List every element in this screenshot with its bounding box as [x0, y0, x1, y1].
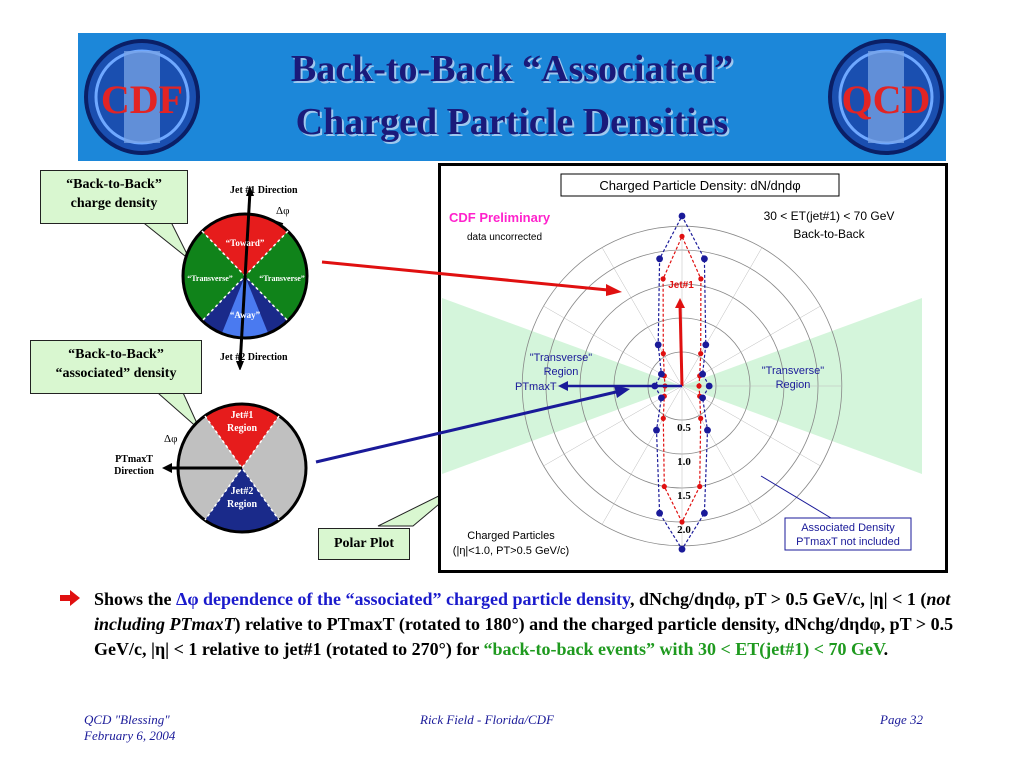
charged-particles-label: Charged Particles — [467, 530, 555, 542]
series-1-point-3 — [701, 255, 708, 263]
plot-title-box — [560, 173, 840, 197]
jet1-region-label: Jet#1 — [231, 410, 254, 421]
transverse-right-label: “Transverse” — [259, 274, 305, 283]
title-banner — [78, 33, 946, 161]
series-1-point-2 — [702, 341, 710, 349]
series-1-point-6 — [654, 341, 662, 349]
series-0-point-3 — [698, 276, 704, 282]
transverse-right-text: "Transverse" — [762, 365, 825, 377]
away-label: “Away” — [230, 310, 261, 320]
ptmaxt-label: PTmaxT — [515, 381, 557, 393]
polar-spoke-300 — [681, 385, 763, 525]
polar-plot: Charged Particle Density: dN/dηdφ CDF Pr… — [442, 173, 922, 557]
jet1-direction-label: Jet #1 Direction — [230, 185, 298, 196]
polar-series — [651, 212, 713, 553]
footer-page: Page 32 — [880, 712, 923, 727]
series-1-outline — [654, 214, 710, 551]
series-0-point-10 — [660, 415, 666, 421]
bullet-arrow-icon — [60, 590, 80, 606]
back-to-back-label: Back-to-Back — [793, 227, 865, 241]
polar-spoke-60 — [681, 247, 763, 387]
series-1-point-14 — [704, 426, 711, 434]
series-0-point-13 — [697, 483, 703, 490]
series-1-point-0 — [705, 382, 713, 390]
series-1-point-7 — [658, 370, 665, 378]
series-0-point-2 — [698, 351, 704, 357]
footer-left: QCD "Blessing" February 6, 2004 — [84, 712, 176, 743]
jet2-region-label: Jet#2 — [231, 486, 254, 497]
callout-associated-density: “Back-to-Back” “associated” density — [30, 340, 202, 394]
charge-density-diagram: Jet #1 Direction Δφ “Toward” “Transverse… — [181, 185, 309, 370]
series-0-point-5 — [660, 276, 666, 282]
svg-text:Direction: Direction — [114, 466, 154, 477]
series-0-point-6 — [660, 351, 666, 357]
series-1-point-15 — [699, 394, 706, 402]
jet2-direction-label: Jet #2 Direction — [220, 352, 288, 363]
slide-title-line2: Charged Particle Densities — [295, 101, 729, 143]
polar-plot-callout: Polar Plot — [318, 528, 410, 560]
series-0-point-12 — [679, 519, 685, 525]
jet1-label: Jet#1 — [668, 280, 694, 291]
footer-center: Rick Field - Florida/CDF — [420, 712, 554, 727]
transverse-left-label: “Transverse” — [187, 274, 233, 283]
series-1-point-4 — [678, 212, 686, 220]
toward-label: “Toward” — [226, 238, 265, 248]
polar-spoke-120 — [601, 247, 683, 387]
callout-charge-density: “Back-to-Back” charge density — [40, 170, 188, 224]
dphi-label: Δφ — [276, 205, 289, 217]
ptmaxt-not-included-label: PTmaxT not included — [796, 536, 900, 548]
series-1-point-13 — [701, 509, 708, 517]
svg-text:CDF: CDF — [101, 77, 183, 122]
associated-density-box — [784, 517, 912, 551]
associated-density-label: Associated Density — [801, 522, 895, 534]
polar-spoke-240 — [601, 385, 683, 525]
et-cut: 30 < ET(jet#1) < 70 GeV — [764, 209, 895, 223]
series-1-point-11 — [656, 509, 663, 517]
ring-label-1-0: 1.0 — [677, 456, 691, 468]
series-1-point-5 — [656, 255, 663, 263]
dphi-label-bottom: Δφ — [164, 433, 177, 445]
svg-text:Region: Region — [544, 366, 579, 378]
svg-text:Region: Region — [776, 379, 811, 391]
cdf-preliminary: CDF Preliminary — [449, 210, 551, 225]
series-0-point-14 — [698, 415, 704, 421]
series-1-point-1 — [699, 370, 706, 378]
ptmaxt-direction-label: PTmaxT — [115, 454, 153, 465]
associated-density-diagram: Jet#1 Region Jet#2 Region Δφ PTmaxT Dire… — [114, 402, 308, 534]
series-0-point-11 — [661, 483, 667, 490]
ring-label-1-5: 1.5 — [677, 490, 691, 502]
series-1-point-10 — [653, 426, 660, 434]
svg-text:Region: Region — [227, 499, 257, 510]
series-0-point-0 — [696, 383, 702, 389]
plot-title: Charged Particle Density: dN/dηdφ — [599, 178, 800, 193]
series-1-point-12 — [678, 545, 686, 553]
slide-title-line1: Back-to-Back “Associated” — [290, 48, 734, 90]
associated-box-pointer — [760, 475, 832, 519]
ring-label-0-5: 0.5 — [677, 422, 691, 434]
bullet-paragraph: Shows the Δφ dependence of the “associat… — [94, 589, 954, 659]
svg-text:Region: Region — [227, 423, 257, 434]
series-0-point-4 — [679, 233, 685, 239]
jet1-arrow — [678, 303, 684, 387]
qcd-logo: QCD — [828, 39, 944, 155]
svg-text:QCD: QCD — [842, 77, 931, 122]
cdf-logo: CDF — [84, 39, 200, 155]
data-uncorrected: data uncorrected — [467, 232, 542, 243]
ring-label-2-0: 2.0 — [677, 524, 691, 536]
series-1-point-9 — [658, 394, 665, 402]
transverse-left-text: "Transverse" — [530, 352, 593, 364]
charged-particles-cut: (|η|<1.0, PT>0.5 GeV/c) — [453, 545, 569, 557]
